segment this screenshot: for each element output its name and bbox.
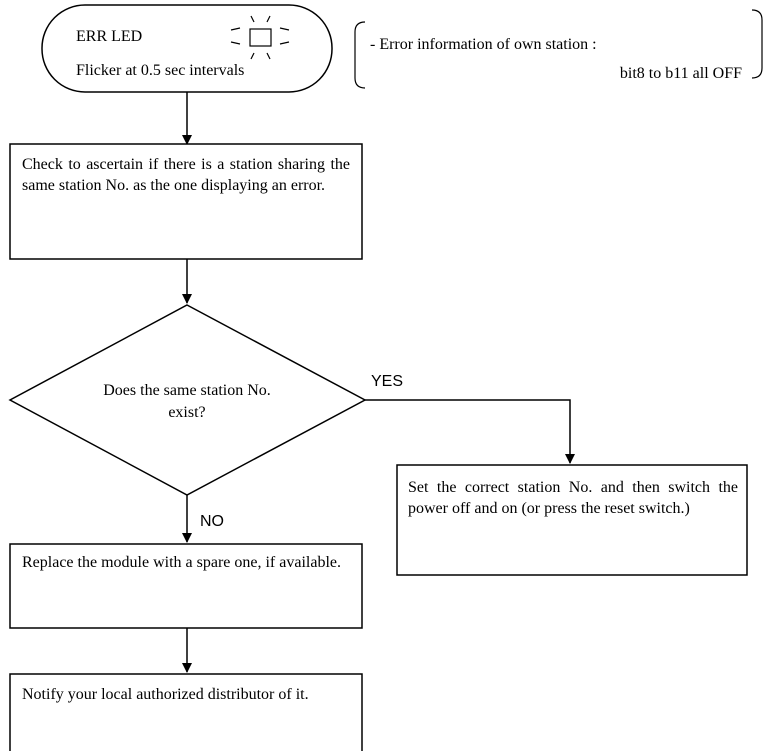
note-line1: - Error information of own station : [370, 36, 597, 53]
step-replace-text: Replace the module with a spare one, if … [22, 554, 341, 571]
decision-line1: Does the same station No. [103, 382, 271, 399]
no-label: NO [200, 513, 224, 530]
led-label: ERR LED [76, 28, 143, 45]
step-replace-box [9, 543, 363, 629]
yes-connector [365, 399, 575, 464]
yes-label: YES [371, 373, 404, 390]
step-check-box [9, 143, 363, 260]
led-flicker-icon [230, 15, 290, 60]
decision-line2: exist? [168, 404, 206, 421]
flicker-text: Flicker at 0.5 sec intervals [76, 62, 245, 79]
step-notify-box [9, 673, 363, 751]
step-yes-text: Set the correct station No. and then swi… [408, 479, 738, 517]
step-notify-text: Notify your local authorized distributor… [22, 686, 309, 703]
step-check-text: Check to ascertain if there is a station… [22, 156, 350, 194]
note-right-bracket [751, 9, 763, 79]
note-left-bracket [354, 21, 366, 89]
step-yes-box [396, 464, 748, 576]
note-line2: bit8 to b11 all OFF [619, 65, 742, 82]
